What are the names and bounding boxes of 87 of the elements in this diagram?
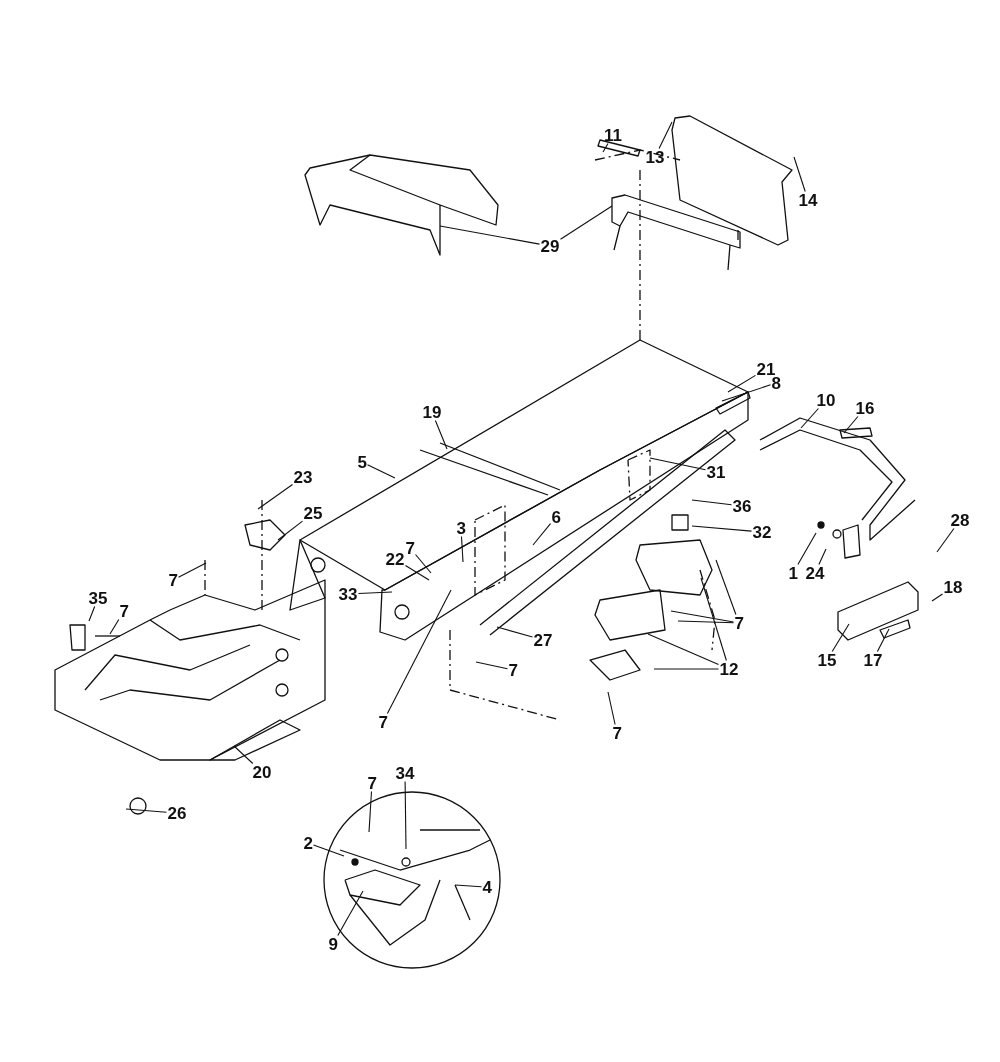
leader-line	[368, 790, 373, 833]
leader-line	[475, 661, 509, 670]
callout-number: 7	[167, 571, 179, 589]
callout-number: 5	[356, 453, 368, 471]
leader-line	[607, 691, 616, 726]
callout-number: 22	[384, 550, 406, 568]
leader-line	[177, 562, 207, 578]
leader-line	[936, 527, 955, 553]
leader-line	[800, 407, 819, 429]
callout-number: 29	[539, 237, 561, 255]
leader-line	[257, 483, 294, 510]
leader-line	[434, 419, 448, 450]
callout-number: 23	[292, 468, 314, 486]
callout-number: 17	[862, 651, 884, 669]
leader-line	[727, 374, 757, 393]
leader-line	[797, 532, 817, 566]
leader-line	[357, 591, 393, 595]
callout-number: 34	[394, 764, 416, 782]
callout-number: 13	[644, 148, 666, 166]
callout-number: 24	[804, 564, 826, 582]
leader-line	[691, 525, 753, 532]
callout-number: 36	[731, 497, 753, 515]
callout-number: 9	[327, 935, 339, 953]
callout-number: 11	[603, 126, 623, 144]
leader-line	[793, 156, 806, 193]
leader-line	[496, 626, 534, 638]
leader-line	[818, 548, 827, 566]
leader-line	[125, 808, 168, 813]
callout-number: 18	[942, 578, 964, 596]
callout-number: 27	[532, 631, 554, 649]
callout-number: 25	[302, 504, 324, 522]
leader-line	[559, 205, 613, 240]
callout-number: 19	[421, 403, 443, 421]
leader-line	[670, 610, 735, 623]
callout-number: 28	[949, 511, 971, 529]
leader-line	[386, 589, 452, 715]
callout-number: 16	[854, 399, 876, 417]
leader-line	[439, 225, 541, 245]
leader-line	[602, 142, 609, 153]
callout-number: 14	[797, 191, 819, 209]
callout-number: 7	[366, 774, 378, 792]
leader-line	[88, 605, 96, 622]
leader-line	[658, 121, 673, 150]
leader-line	[843, 415, 859, 434]
leader-line	[414, 553, 432, 574]
callout-number: 3	[455, 519, 467, 537]
leader-line	[831, 623, 850, 653]
leader-line	[677, 620, 735, 624]
leader-line	[653, 668, 720, 670]
leader-line	[233, 745, 254, 765]
leader-line	[532, 523, 552, 546]
callout-number: 31	[705, 463, 727, 481]
callout-number: 7	[118, 602, 130, 620]
leader-line	[649, 457, 707, 471]
leader-line	[647, 633, 720, 666]
callout-number: 15	[816, 651, 838, 669]
leader-line	[277, 520, 304, 541]
leader-line	[700, 577, 727, 662]
leader-line	[876, 628, 890, 653]
callout-number: 32	[751, 523, 773, 541]
leader-line	[109, 618, 120, 635]
leader-line	[460, 535, 464, 563]
leader-line	[312, 844, 345, 857]
callout-number: 7	[507, 661, 519, 679]
leader-line	[691, 499, 733, 506]
leader-line	[337, 890, 364, 937]
leader-line	[715, 559, 737, 616]
callout-number: 2	[302, 834, 314, 852]
callout-number: 6	[550, 508, 562, 526]
callout-number: 4	[481, 878, 493, 896]
callout-number: 7	[404, 539, 416, 557]
callout-number: 7	[377, 713, 389, 731]
leader-line	[366, 464, 396, 479]
leader-line	[404, 564, 430, 581]
callout-number: 12	[718, 660, 740, 678]
callout-number: 26	[166, 804, 188, 822]
callout-number: 35	[87, 589, 109, 607]
callout-number: 7	[611, 724, 623, 742]
callout-number: 7	[733, 614, 745, 632]
callout-number: 20	[251, 763, 273, 781]
leader-line	[931, 593, 944, 602]
leader-line	[454, 884, 483, 888]
leader-line	[404, 780, 407, 850]
callout-number: 10	[815, 391, 837, 409]
leader-line	[721, 384, 772, 402]
callout-number: 1	[787, 564, 799, 582]
callout-number: 33	[337, 585, 359, 603]
